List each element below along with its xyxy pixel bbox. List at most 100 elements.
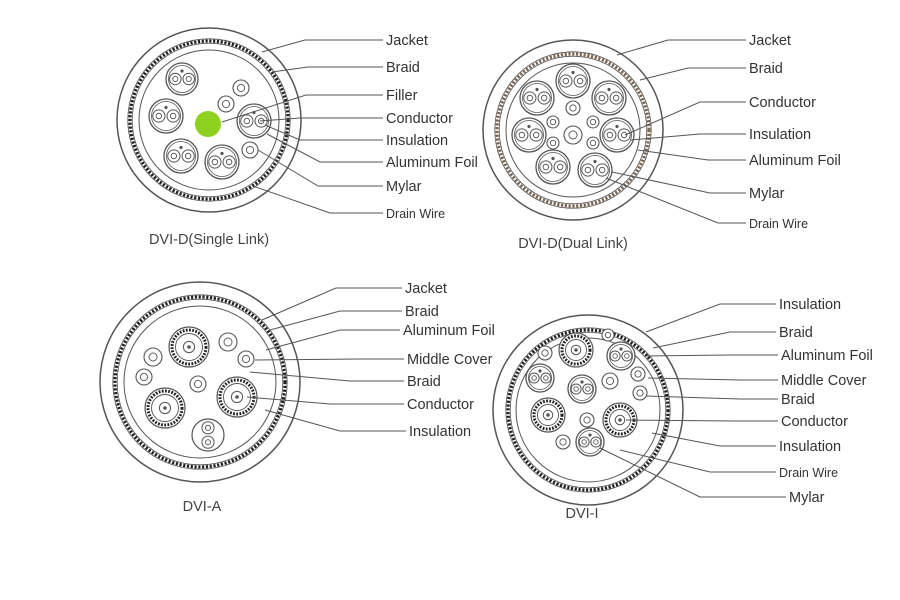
braid-ring <box>505 327 671 493</box>
label-middle-cover: Middle Cover <box>407 352 493 368</box>
twisted-pair <box>575 427 605 457</box>
jacket-ring <box>116 27 302 213</box>
foil-ring <box>505 62 641 198</box>
label-conductor: Conductor <box>386 111 453 127</box>
single-wire <box>217 95 235 113</box>
twisted-pair <box>535 149 571 185</box>
single-wire <box>537 345 553 361</box>
label-jacket: Jacket <box>749 33 791 49</box>
label-insulation: Insulation <box>779 439 841 455</box>
callout: Braid <box>269 304 439 331</box>
twisted-pair <box>511 117 547 153</box>
label-conductor: Conductor <box>749 95 816 111</box>
filler-core <box>195 111 221 137</box>
twisted-pair <box>555 63 591 99</box>
label-insulation: Insulation <box>386 133 448 149</box>
twisted-pair <box>236 103 272 139</box>
callout: Middle Cover <box>254 352 493 368</box>
callout: Aluminum Foil <box>266 133 478 171</box>
twisted-pair <box>204 144 240 180</box>
twisted-pair <box>599 117 635 153</box>
label-aluminum-foil: Aluminum Foil <box>386 155 478 171</box>
twisted-pair <box>567 374 597 404</box>
single-wire <box>241 141 259 159</box>
single-wire <box>218 332 238 352</box>
callout: Drain Wire <box>619 449 838 480</box>
coax-unit <box>530 397 566 433</box>
label-drain-wire: Drain Wire <box>779 466 838 480</box>
single-wire <box>546 115 560 129</box>
single-wire <box>189 375 207 393</box>
single-wire <box>630 366 646 382</box>
coax-unit <box>216 376 258 418</box>
callout: Insulation <box>264 409 471 440</box>
callout: Middle Cover <box>647 373 867 389</box>
jacket-ring <box>492 314 684 506</box>
label-jacket: Jacket <box>405 281 447 297</box>
braid-ring <box>494 51 652 209</box>
label-aluminum-foil: Aluminum Foil <box>749 153 841 169</box>
label-middle-cover: Middle Cover <box>781 373 867 389</box>
foil-ring <box>123 305 277 459</box>
diagram-dvi-d-single: JacketBraidFillerConductorInsulationAlum… <box>116 27 478 248</box>
callout: Insulation <box>651 432 841 455</box>
label-braid: Braid <box>779 325 813 341</box>
label-drain-wire: Drain Wire <box>749 217 808 231</box>
twisted-pair <box>525 363 555 393</box>
callout: Braid <box>645 392 815 408</box>
label-mylar: Mylar <box>749 186 785 202</box>
label-braid: Braid <box>749 61 783 77</box>
label-insulation: Insulation <box>749 127 811 143</box>
callout: Conductor <box>625 414 848 430</box>
jacket-ring <box>482 39 664 221</box>
label-braid: Braid <box>405 304 439 320</box>
callout: Braid <box>271 60 420 76</box>
callout: Drain Wire <box>605 177 808 231</box>
single-wire <box>601 328 615 342</box>
single-wire <box>586 115 600 129</box>
diagram-caption: DVI-D(Single Link) <box>149 232 269 248</box>
callout: Aluminum Foil <box>637 149 841 169</box>
twisted-pair <box>577 152 613 188</box>
callout: Insulation <box>629 127 811 143</box>
braid-ring <box>127 38 291 202</box>
twisted-pair <box>148 98 184 134</box>
twisted-pair <box>519 80 555 116</box>
callout: Conductor <box>259 111 453 127</box>
single-wire <box>632 385 648 401</box>
label-insulation: Insulation <box>779 297 841 313</box>
callout: Braid <box>639 61 783 81</box>
label-conductor: Conductor <box>781 414 848 430</box>
single-wire <box>586 136 600 150</box>
callout: Filler <box>221 88 418 123</box>
callout: Conductor <box>246 396 474 413</box>
callout: Drain Wire <box>252 185 445 221</box>
coax-unit <box>558 332 594 368</box>
single-wire <box>555 434 571 450</box>
coax-unit <box>144 387 186 429</box>
callout: Jacket <box>616 33 791 56</box>
single-wire <box>565 100 581 116</box>
label-drain-wire: Drain Wire <box>386 207 445 221</box>
single-wire <box>135 368 153 386</box>
coax-unit <box>168 326 210 368</box>
callout: Conductor <box>624 95 816 136</box>
single-wire <box>601 372 619 390</box>
label-mylar: Mylar <box>789 490 825 506</box>
callout: Aluminum Foil <box>265 323 495 351</box>
label-filler: Filler <box>386 88 418 104</box>
label-braid: Braid <box>386 60 420 76</box>
diagram-caption: DVI-A <box>183 499 222 515</box>
callout: Insulation <box>264 124 448 149</box>
callout: Jacket <box>261 33 428 53</box>
label-mylar: Mylar <box>386 179 422 195</box>
label-conductor: Conductor <box>407 397 474 413</box>
callout: Insulation <box>645 297 841 333</box>
single-wire <box>143 347 163 367</box>
twisted-pair <box>163 138 199 174</box>
callout: Jacket <box>261 281 447 321</box>
